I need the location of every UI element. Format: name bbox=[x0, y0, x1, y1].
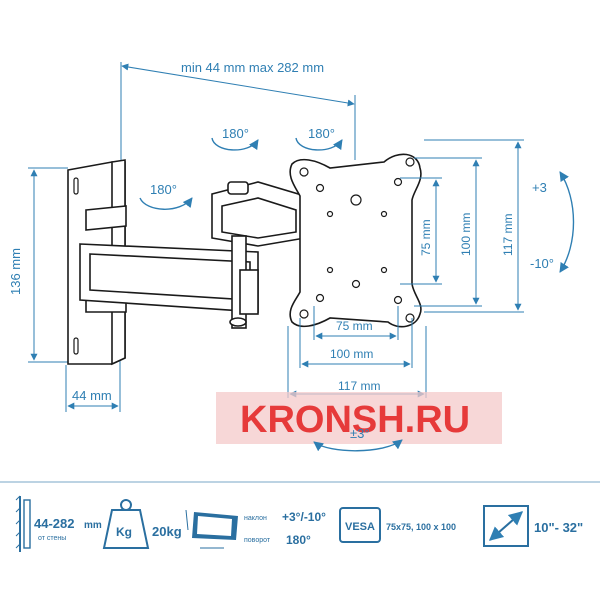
rotation-arc-icon bbox=[295, 137, 343, 151]
wall-depth-label: 44 mm bbox=[72, 388, 112, 403]
spec-vesa: VESA 75x75, 100 x 100 bbox=[339, 507, 456, 543]
vesa-hole bbox=[299, 309, 309, 319]
rotate-indicator: ±3° bbox=[313, 426, 403, 452]
wall-height-dimension: 136 mm bbox=[8, 167, 68, 363]
vesa-h100-label: 100 mm bbox=[330, 347, 373, 361]
vesa-hole bbox=[393, 295, 403, 305]
spec-depth: 44-282 mm от стены bbox=[15, 495, 102, 552]
weight-value: 20kg bbox=[152, 524, 182, 539]
watermark: KRONSH.RU bbox=[216, 392, 502, 444]
vesa-hole bbox=[326, 266, 334, 274]
vesa-value: 75x75, 100 x 100 bbox=[386, 522, 456, 532]
pivot-cap bbox=[239, 269, 259, 315]
swivel-label: поворот bbox=[244, 537, 271, 544]
arm-range-line bbox=[121, 63, 355, 107]
vesa-hole bbox=[326, 210, 334, 218]
vesa-plate-body bbox=[289, 153, 422, 328]
vesa-hole bbox=[405, 313, 415, 323]
depth-unit: mm bbox=[84, 520, 102, 531]
vesa-hole bbox=[315, 183, 325, 193]
arm-range-label: min 44 mm max 282 mm bbox=[181, 60, 324, 75]
vesa-hole bbox=[380, 210, 388, 218]
rotation-top-left: 180° bbox=[211, 126, 259, 151]
rotation-label: 180° bbox=[308, 126, 335, 141]
vesa-hole bbox=[380, 266, 388, 274]
weight-icon-label: Kg bbox=[116, 525, 132, 539]
wall-height-label: 136 mm bbox=[8, 248, 23, 295]
pivot-knob-top bbox=[227, 181, 249, 195]
tilt-indicator: +3 -10° bbox=[530, 171, 575, 273]
vesa-horizontal-dimensions: 75 mm 100 mm 117 mm bbox=[287, 306, 427, 398]
arm-upper-inner bbox=[221, 197, 297, 239]
tilt-up-label: +3 bbox=[532, 180, 547, 195]
watermark-background bbox=[216, 392, 502, 444]
rotate-arc-icon bbox=[313, 439, 403, 452]
pivot-bolt bbox=[229, 317, 247, 327]
spec-tilt: наклон +3°/-10° поворот 180° bbox=[185, 509, 326, 549]
vesa-v117-label: 117 mm bbox=[501, 214, 515, 256]
rotate-label: ±3° bbox=[350, 426, 370, 441]
vesa-hole-center bbox=[350, 194, 362, 206]
vesa-hole bbox=[299, 167, 309, 177]
spec-bar: 44-282 mm от стены Kg 20kg наклон +3°/-1… bbox=[0, 481, 600, 552]
vesa-v75-label: 75 mm bbox=[419, 219, 433, 256]
rotation-label: 180° bbox=[222, 126, 249, 141]
vesa-h75-label: 75 mm bbox=[336, 319, 373, 333]
vesa-v100-label: 100 mm bbox=[459, 213, 473, 256]
spec-size: 10"- 32" bbox=[483, 505, 583, 547]
rotation-arc-icon bbox=[139, 197, 193, 210]
weight-icon bbox=[102, 499, 150, 549]
rotation-label: 180° bbox=[150, 182, 177, 197]
vesa-hole bbox=[315, 293, 325, 303]
vesa-badge-icon bbox=[339, 507, 381, 543]
spec-weight: Kg 20kg bbox=[102, 499, 182, 549]
vesa-plate bbox=[289, 153, 422, 328]
rotation-arc-icon bbox=[211, 137, 259, 151]
wall-plate-slot bbox=[73, 177, 79, 195]
arm-range-dimension: min 44 mm max 282 mm bbox=[120, 60, 356, 160]
wall-plate-slot bbox=[73, 337, 79, 355]
arm-hinge-upper bbox=[85, 205, 127, 231]
vesa-badge: VESA bbox=[345, 521, 375, 533]
screen-tilt-icon bbox=[185, 509, 238, 549]
rotation-top-right: 180° bbox=[295, 126, 343, 151]
rotation-left: 180° bbox=[139, 182, 193, 210]
vesa-h117-label: 117 mm bbox=[338, 379, 380, 393]
watermark-text: KRONSH.RU bbox=[240, 399, 470, 441]
tilt-label: наклон bbox=[244, 515, 267, 522]
screen-diagonal-icon bbox=[483, 505, 529, 547]
vesa-vertical-dimensions: 75 mm 100 mm 117 mm bbox=[400, 139, 524, 313]
size-value: 10"- 32" bbox=[534, 520, 583, 535]
vesa-hole-center bbox=[351, 279, 361, 289]
depth-sub: от стены bbox=[38, 535, 66, 542]
swivel-value: 180° bbox=[286, 533, 311, 547]
vesa-hole bbox=[393, 177, 403, 187]
wall-depth-icon bbox=[15, 495, 31, 552]
tilt-value: +3°/-10° bbox=[282, 510, 326, 524]
swing-arm bbox=[79, 181, 306, 329]
tilt-down-label: -10° bbox=[530, 256, 554, 271]
vesa-hole bbox=[405, 157, 415, 167]
tilt-arc-icon bbox=[559, 171, 575, 273]
depth-value: 44-282 bbox=[34, 516, 74, 531]
